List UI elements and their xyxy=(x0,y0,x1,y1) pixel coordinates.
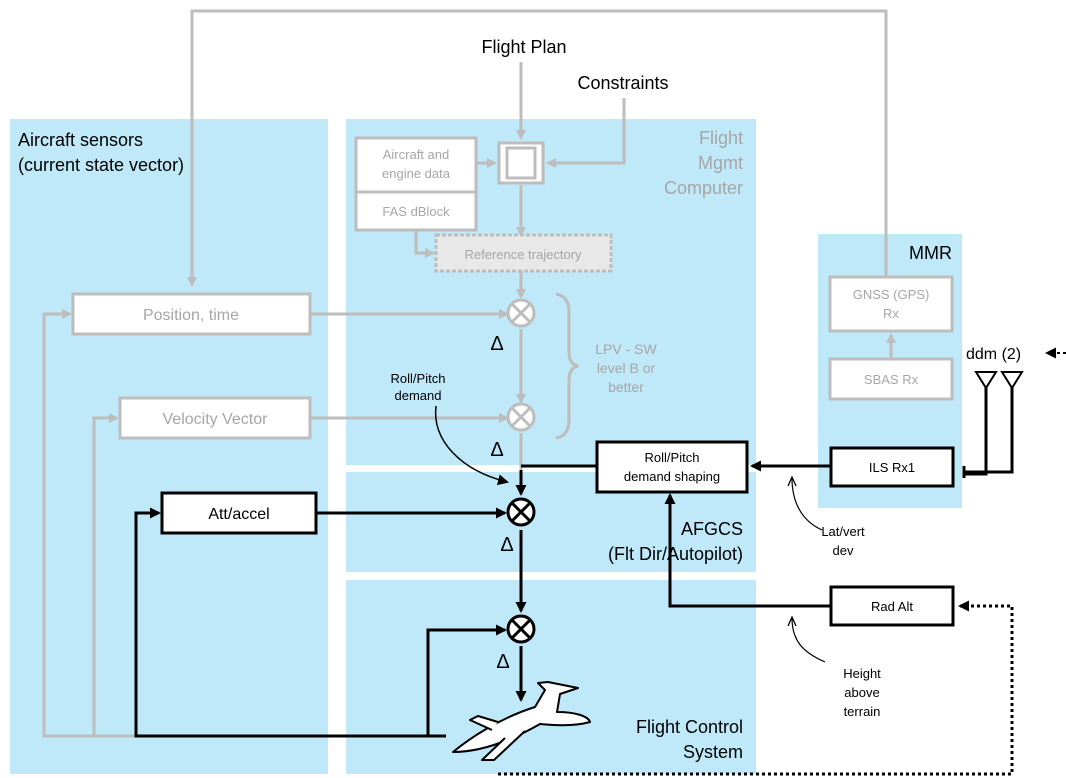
lpv-annotation-2: level B or xyxy=(597,360,656,376)
rad-alt-box: Rad Alt xyxy=(829,585,955,627)
svg-text:FAS dBlock: FAS dBlock xyxy=(382,204,450,219)
fmc-panel-title-2: Mgmt xyxy=(698,153,743,173)
lpv-annotation-3: better xyxy=(608,379,644,395)
summing-junction-icon xyxy=(506,614,536,644)
lat-vert-annotation-1: Lat/vert xyxy=(821,524,865,539)
fas-dblock-box: FAS dBlock xyxy=(354,190,478,232)
roll-pitch-demand-1: Roll/Pitch xyxy=(391,371,446,386)
delta-label-3: Δ xyxy=(500,534,513,556)
roll-pitch-demand-arrow xyxy=(434,405,509,486)
fmc-panel-title-1: Flight xyxy=(699,128,743,148)
fcs-panel-title: Flight Control xyxy=(636,717,743,737)
mmr-panel-title: MMR xyxy=(909,243,952,263)
constraints-label: Constraints xyxy=(577,73,668,93)
ils-rx1-box: ILS Rx1 xyxy=(829,446,955,488)
antenna-icon xyxy=(974,371,998,390)
flight-plan-label: Flight Plan xyxy=(481,37,566,57)
svg-text:GNSS (GPS): GNSS (GPS) xyxy=(853,287,930,302)
svg-text:Aircraft and: Aircraft and xyxy=(383,147,449,162)
multiplexer-icon xyxy=(497,141,545,185)
sbas-box: SBAS Rx xyxy=(828,357,954,401)
height-annotation-1: Height xyxy=(843,666,881,681)
delta-label-4: Δ xyxy=(496,651,509,673)
aircraft-engine-box: Aircraft and engine data xyxy=(354,136,478,194)
roll-pitch-demand-2: demand xyxy=(395,388,442,403)
svg-text:Reference trajectory: Reference trajectory xyxy=(464,247,582,262)
summing-junction-icon xyxy=(506,402,536,432)
lat-vert-annotation-2: dev xyxy=(833,543,854,558)
black-signal-lines xyxy=(134,386,1014,738)
svg-text:demand shaping: demand shaping xyxy=(624,469,720,484)
svg-text:ILS Rx1: ILS Rx1 xyxy=(869,460,915,475)
lpv-annotation-1: LPV - SW xyxy=(595,341,657,357)
delta-label-2: Δ xyxy=(490,439,503,461)
rad-alt-dotted-link xyxy=(498,600,1014,776)
antenna-icon xyxy=(1000,371,1024,390)
afgcs-panel-title: AFGCS xyxy=(681,519,743,539)
delta-label-1: Δ xyxy=(490,333,503,355)
svg-text:Rad Alt: Rad Alt xyxy=(871,599,913,614)
summing-junction-icon xyxy=(506,497,536,527)
height-annotation-2: above xyxy=(844,685,879,700)
svg-text:Position, time: Position, time xyxy=(143,307,239,324)
position-time-box: Position, time xyxy=(71,292,312,336)
svg-text:Roll/Pitch: Roll/Pitch xyxy=(645,450,700,465)
fmc-panel-title-3: Computer xyxy=(664,178,743,198)
gnss-box: GNSS (GPS) Rx xyxy=(828,275,954,333)
fcs-panel xyxy=(346,580,756,774)
sensors-panel-subtitle: (current state vector) xyxy=(18,155,184,175)
roll-pitch-shaping-box: Roll/Pitch demand shaping xyxy=(595,440,749,494)
summing-junction-icon xyxy=(506,298,536,328)
sensors-panel xyxy=(10,119,328,774)
height-annotation-3: terrain xyxy=(844,704,881,719)
att-accel-box: Att/accel xyxy=(160,491,318,535)
sensors-panel-title: Aircraft sensors xyxy=(18,130,143,150)
svg-text:Att/accel: Att/accel xyxy=(208,506,269,523)
fcs-panel-subtitle: System xyxy=(683,742,743,762)
ddm-label: ddm (2) xyxy=(966,346,1021,363)
svg-text:Rx: Rx xyxy=(883,306,899,321)
svg-text:engine data: engine data xyxy=(382,166,451,181)
svg-text:Velocity Vector: Velocity Vector xyxy=(163,411,269,428)
height-arrow xyxy=(792,618,826,663)
afgcs-panel-subtitle: (Flt Dir/Autopilot) xyxy=(608,544,743,564)
aircraft-icon xyxy=(452,681,591,761)
reference-trajectory-box: Reference trajectory xyxy=(434,233,613,273)
velocity-vector-box: Velocity Vector xyxy=(118,396,312,440)
lpv-brace xyxy=(555,292,579,440)
lat-vert-arrow xyxy=(792,478,823,531)
svg-text:SBAS Rx: SBAS Rx xyxy=(864,372,919,387)
